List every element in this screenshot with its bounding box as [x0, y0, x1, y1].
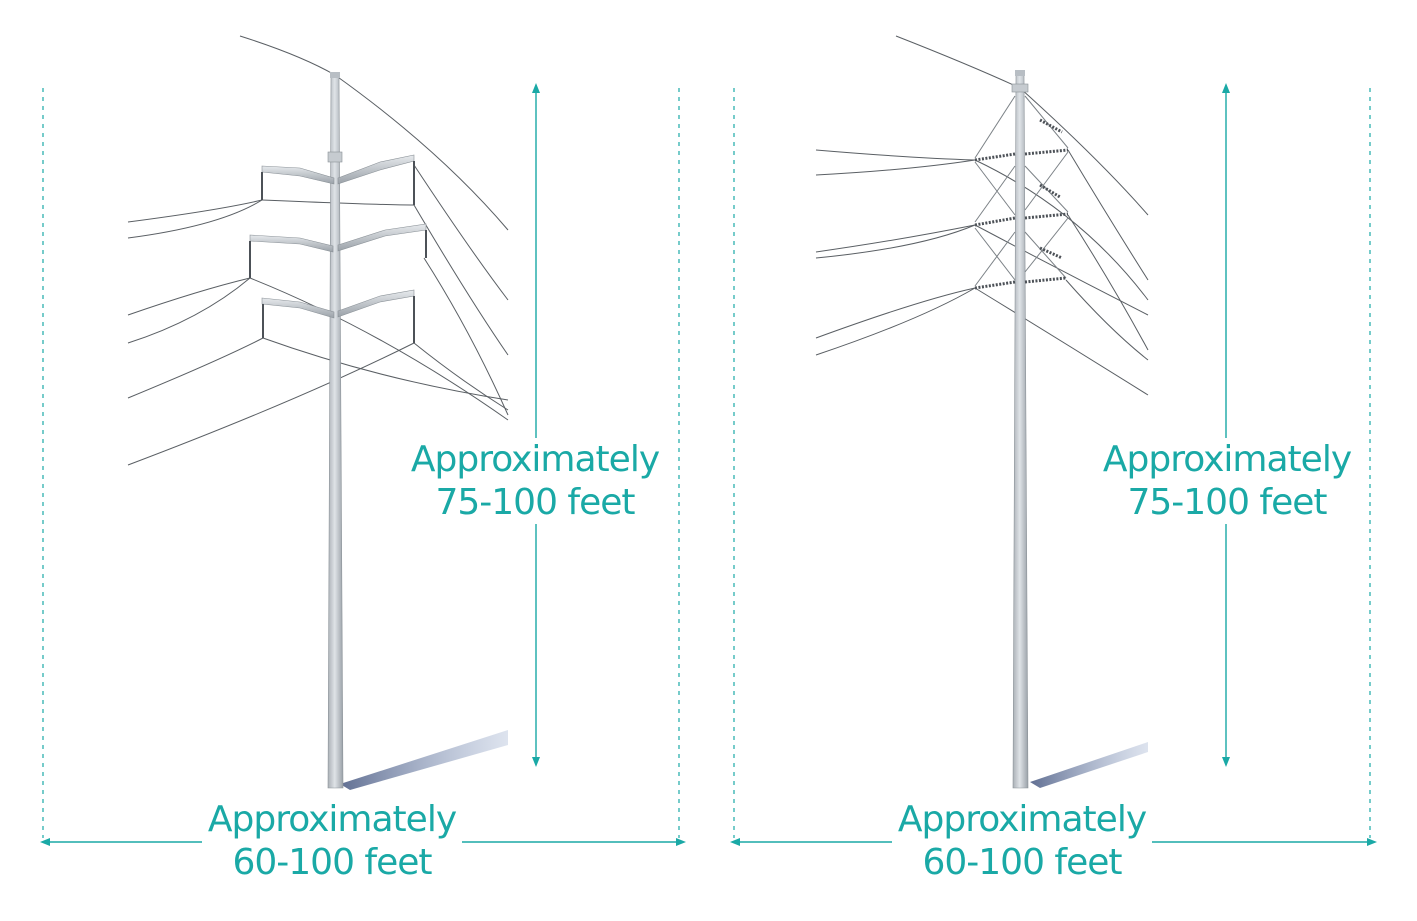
- left-pole-shadow: [340, 730, 508, 790]
- right-post-insulators: [974, 118, 1069, 290]
- left-structure: [40, 35, 686, 846]
- right-height-label: Approximately 75-100 feet: [1098, 438, 1356, 524]
- right-pole: [1012, 73, 1029, 789]
- right-height-arrowhead-bottom: [1222, 757, 1230, 767]
- left-pole-bracket: [327, 151, 343, 163]
- right-pole-cap: [1015, 70, 1025, 76]
- left-height-label: Approximately 75-100 feet: [406, 438, 664, 524]
- left-width-arrowhead-right: [676, 838, 686, 846]
- left-width-label: Approximately 60-100 feet: [202, 798, 462, 884]
- left-height-arrowhead-bottom: [532, 757, 540, 767]
- right-pole-shadow: [1030, 742, 1148, 788]
- right-height-label-line2: 75-100 feet: [1127, 482, 1327, 523]
- left-crossarms: [249, 154, 427, 319]
- left-width-label-line2: 60-100 feet: [232, 842, 432, 883]
- left-pole-cap: [330, 72, 340, 78]
- left-width-label-line1: Approximately: [207, 799, 457, 840]
- left-insulators: [249, 161, 427, 343]
- right-width-arrowhead-left: [730, 838, 740, 846]
- left-width-arrowhead-left: [40, 838, 50, 846]
- right-height-arrowhead-top: [1222, 83, 1230, 93]
- left-height-label-line1: Approximately: [410, 439, 660, 480]
- right-height-label-line1: Approximately: [1102, 439, 1352, 480]
- right-width-label-line1: Approximately: [897, 799, 1147, 840]
- left-height-label-line2: 75-100 feet: [435, 482, 635, 523]
- right-conductor-wires: [815, 35, 1149, 396]
- left-height-arrowhead-top: [532, 83, 540, 93]
- right-pole-bracket: [1011, 83, 1029, 93]
- right-structure: [730, 35, 1377, 846]
- right-width-label: Approximately 60-100 feet: [892, 798, 1152, 884]
- right-width-arrowhead-right: [1367, 838, 1377, 846]
- left-conductor-wires: [127, 35, 509, 466]
- right-width-label-line2: 60-100 feet: [922, 842, 1122, 883]
